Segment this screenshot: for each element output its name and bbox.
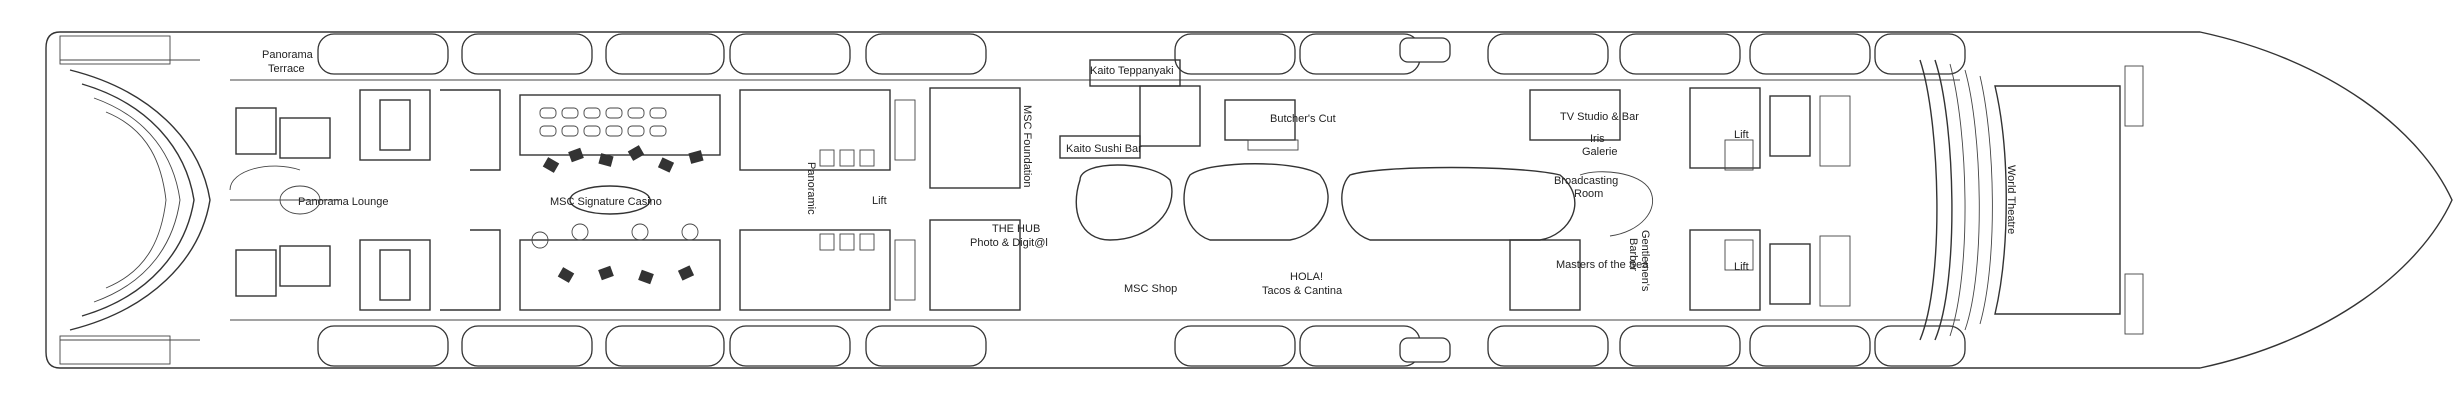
gaming-tables	[531, 145, 704, 285]
label-butchers-cut: Butcher's Cut	[1270, 113, 1336, 125]
label-lift-fwd-bottom: Lift	[1734, 261, 1749, 273]
label-panoramic: Panoramic	[805, 162, 817, 215]
label-casino: MSC Signature Casino	[550, 196, 662, 208]
label-gentlemens-barber-1: Gentlemen's	[1639, 230, 1651, 292]
label-masters-of-the-sea: Masters of the Sea	[1556, 259, 1649, 271]
forward-section	[1509, 87, 1851, 311]
label-kaito-teppanyaki: Kaito Teppanyaki	[1090, 65, 1174, 77]
midship-block	[929, 59, 1299, 311]
label-hola-1: HOLA!	[1290, 271, 1323, 283]
panorama-lounge-seating	[59, 35, 321, 365]
label-iris-2: Galerie	[1582, 146, 1617, 158]
label-iris-1: Iris	[1590, 133, 1605, 145]
label-msc-shop: MSC Shop	[1124, 283, 1177, 295]
label-msc-foundation: MSC Foundation	[1021, 105, 1033, 188]
corridors	[60, 59, 1960, 341]
label-world-theatre: World Theatre	[2005, 165, 2017, 234]
label-panorama-lounge: Panorama Lounge	[298, 196, 389, 208]
lift-lobby-aft	[739, 89, 916, 311]
aft-service-blocks	[230, 89, 501, 311]
hull-outline	[45, 31, 2453, 369]
label-kaito-sushi-bar: Kaito Sushi Bar	[1066, 143, 1142, 155]
label-broadcasting-1: Broadcasting	[1554, 175, 1618, 187]
slot-machines	[539, 107, 667, 137]
label-lift-fwd-top: Lift	[1734, 129, 1749, 141]
label-hola-2: Tacos & Cantina	[1262, 285, 1343, 297]
venue-labels: Panorama Terrace Panorama Lounge MSC Sig…	[262, 49, 2017, 297]
world-theatre-seating	[1919, 59, 2144, 341]
label-broadcasting-2: Room	[1574, 188, 1603, 200]
atrium	[1075, 163, 1654, 241]
lifeboats-top	[317, 33, 1966, 75]
label-gentlemens-barber-2: Barber	[1627, 238, 1639, 271]
label-tv-studio: TV Studio & Bar	[1560, 111, 1639, 123]
label-the-hub-1: THE HUB	[992, 223, 1040, 235]
label-lift-aft: Lift	[872, 195, 887, 207]
lifeboats-bottom	[317, 325, 1966, 367]
label-panorama-terrace-1: Panorama	[262, 49, 314, 61]
label-panorama-terrace-2: Terrace	[268, 63, 305, 75]
casino-area	[519, 94, 721, 311]
label-the-hub-2: Photo & Digit@l	[970, 237, 1048, 249]
